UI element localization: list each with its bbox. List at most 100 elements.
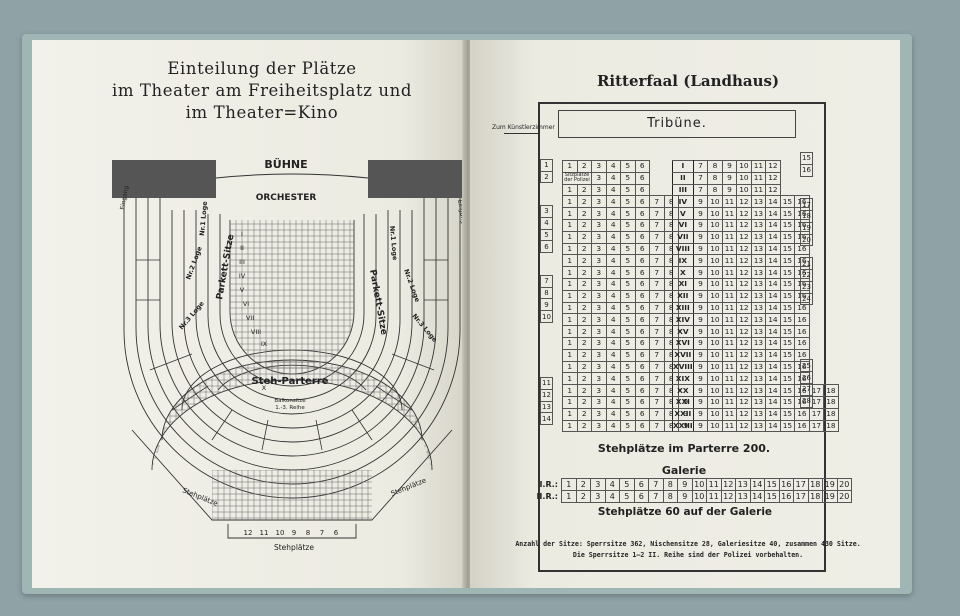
- seat-cell: 2: [576, 407, 592, 421]
- row-label: IV: [672, 195, 694, 209]
- gallery-seat-cell: 20: [836, 478, 852, 491]
- standing-places-bottom: Stehplätze: [274, 543, 314, 552]
- seat-cell: 1: [562, 384, 578, 397]
- seat-cell: 10: [707, 419, 723, 433]
- gallery-seat-cell: 6: [633, 490, 649, 503]
- seat-cell: 5: [620, 230, 636, 244]
- row-label: VI: [672, 218, 694, 232]
- gallery-seat-cell: 17: [793, 478, 809, 491]
- seat-cell: 12: [765, 183, 781, 197]
- seat-cell: 6: [634, 372, 650, 386]
- seat-cell: 3: [591, 336, 607, 350]
- gallery-seat-cell: 20: [836, 490, 852, 503]
- seat-cell: [824, 361, 839, 373]
- gallery-seat-cell: 11: [706, 478, 722, 491]
- seat-cell: 13: [750, 242, 767, 256]
- seat-cell: 5: [620, 313, 636, 327]
- seat-cell: 12: [736, 277, 752, 291]
- spacer: [541, 334, 553, 345]
- seat-cell: [824, 337, 839, 349]
- seat-cell: 14: [765, 336, 781, 350]
- seat-cell: 15: [779, 348, 796, 362]
- gallery-seat-cell: 12: [720, 478, 736, 491]
- gallery-seat-cell: 2: [575, 478, 591, 491]
- seat-cell: 3: [591, 183, 607, 197]
- seat-cell: 10: [707, 372, 723, 386]
- svg-text:VII: VII: [246, 314, 254, 322]
- seat-cell: 10: [707, 325, 723, 338]
- seat-cell: [650, 161, 665, 173]
- side-seat-cell: 28: [800, 394, 813, 408]
- side-seat-cell: 4: [540, 216, 553, 230]
- parquet-seats-block: [230, 220, 354, 374]
- row-label: IX: [672, 254, 694, 268]
- row-label: XII: [672, 289, 694, 303]
- seat-cell: 1: [562, 407, 578, 421]
- seat-cell: 15: [779, 207, 796, 220]
- seat-cell: 11: [750, 160, 767, 173]
- gallery-seat-cell: 12: [720, 490, 736, 503]
- stage-label: BÜHNE: [264, 157, 307, 171]
- seat-cell: 15: [779, 360, 796, 374]
- side-seat-cell: 21: [800, 257, 813, 270]
- seat-cell: 6: [634, 348, 650, 362]
- seat-cell: 14: [765, 360, 781, 374]
- seat-cell: 1: [562, 160, 578, 173]
- seat-cell: 10: [707, 313, 723, 327]
- seat-cell: [780, 172, 795, 184]
- seat-cell: 1: [562, 336, 578, 350]
- seat-cell: 6: [634, 407, 650, 421]
- seat-cell: 16: [794, 313, 810, 327]
- seat-cell: 11: [721, 407, 738, 421]
- svg-text:X: X: [262, 384, 267, 392]
- seat-cell: 13: [750, 360, 767, 374]
- stage-curve: [215, 173, 369, 179]
- seat-cell: 1: [562, 372, 578, 386]
- seat-cell: 5: [620, 277, 636, 291]
- seat-cell: [824, 219, 839, 231]
- seat-cell: 11: [721, 218, 738, 232]
- seat-cell: 4: [605, 407, 621, 421]
- svg-text:6: 6: [334, 529, 339, 537]
- seat-cell: [838, 161, 852, 173]
- gallery-seat-cell: 13: [735, 478, 751, 491]
- svg-text:IV: IV: [239, 272, 246, 280]
- tribune-box: Tribüne.: [558, 110, 796, 138]
- seat-cell: 7: [649, 395, 665, 409]
- seat-cell: 11: [721, 301, 738, 315]
- seat-cell: 11: [721, 325, 738, 338]
- seat-cell: 15: [779, 254, 796, 268]
- seat-cell: 2: [576, 360, 592, 374]
- seat-cell: 11: [750, 171, 767, 185]
- seat-cell: 6: [634, 266, 650, 279]
- seat-cell: [824, 255, 839, 267]
- side-seat-cell: 27: [800, 382, 813, 396]
- seat-cell: 14: [765, 301, 781, 315]
- seat-cell: 12: [736, 301, 752, 315]
- seat-cell: 7: [649, 207, 665, 220]
- seat-cell: 12: [736, 384, 752, 397]
- seat-cell: 10: [707, 395, 723, 409]
- side-seat-cell: 1: [540, 158, 553, 172]
- seat-cell: 2: [576, 266, 592, 279]
- parquet-label-right: Parkett-Sitze: [367, 269, 388, 336]
- spacer: [541, 366, 553, 377]
- seat-cell: 5: [620, 301, 636, 315]
- back-row-seat-numbers: 12 11 10 9 8 7 6: [244, 529, 339, 537]
- side-seat-cell: 14: [540, 412, 553, 426]
- row-label: XX: [672, 384, 694, 397]
- seat-cell: 18: [823, 407, 839, 421]
- seat-cell: 13: [750, 266, 767, 279]
- svg-text:I: I: [241, 230, 243, 238]
- seat-cell: [824, 267, 839, 279]
- svg-text:11: 11: [260, 529, 269, 537]
